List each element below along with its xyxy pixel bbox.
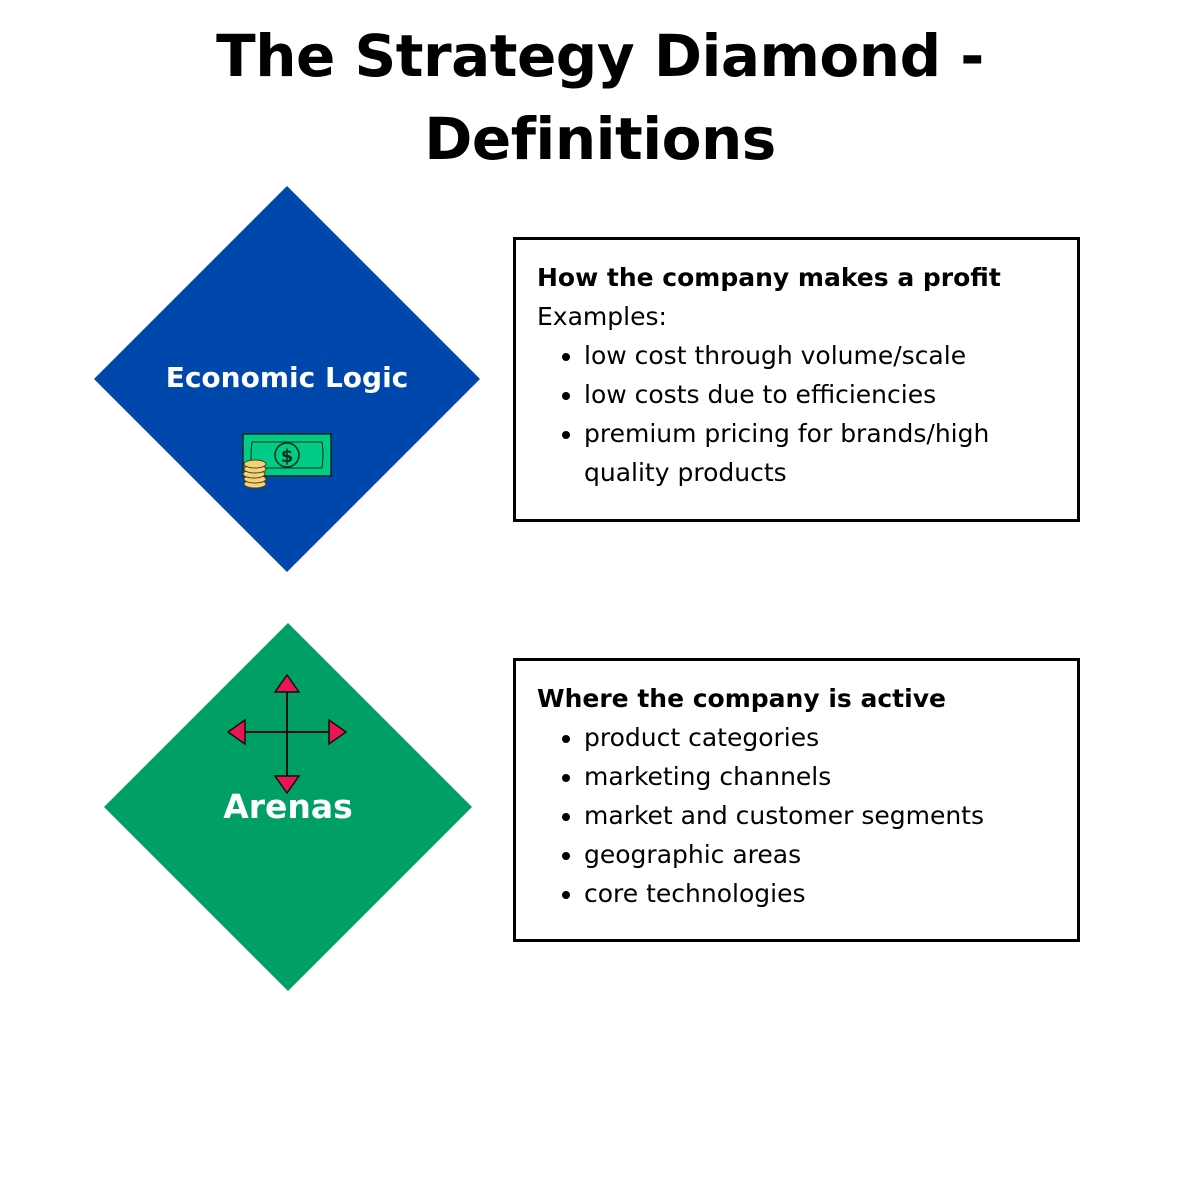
page-title: The Strategy Diamond - Definitions (0, 15, 1200, 181)
economic-logic-list: low cost through volume/scale low costs … (537, 336, 1057, 492)
list-item: low costs due to efficiencies (584, 375, 1057, 414)
title-line-2: Definitions (424, 105, 776, 173)
economic-logic-diamond (94, 186, 480, 991)
arenas-label: Arenas (223, 787, 353, 826)
list-item: product categories (584, 718, 1057, 757)
arenas-list: product categories marketing channels ma… (537, 718, 1057, 913)
list-item: geographic areas (584, 835, 1057, 874)
economic-logic-definition-box: How the company makes a profit Examples:… (513, 237, 1080, 522)
title-line-1: The Strategy Diamond - (216, 22, 984, 90)
arenas-heading: Where the company is active (537, 684, 946, 713)
list-item: market and customer segments (584, 796, 1057, 835)
examples-label: Examples: (537, 302, 667, 331)
svg-text:$: $ (281, 446, 294, 467)
list-item: premium pricing for brands/high quality … (584, 414, 1057, 492)
arenas-definition-box: Where the company is active product cate… (513, 658, 1080, 942)
money-icon: $ (242, 433, 332, 489)
economic-logic-label: Economic Logic (165, 361, 409, 394)
list-item: core technologies (584, 874, 1057, 913)
economic-logic-heading: How the company makes a profit (537, 263, 1001, 292)
list-item: marketing channels (584, 757, 1057, 796)
list-item: low cost through volume/scale (584, 336, 1057, 375)
four-way-arrows-icon (226, 673, 348, 795)
arenas-diamond (104, 623, 472, 991)
